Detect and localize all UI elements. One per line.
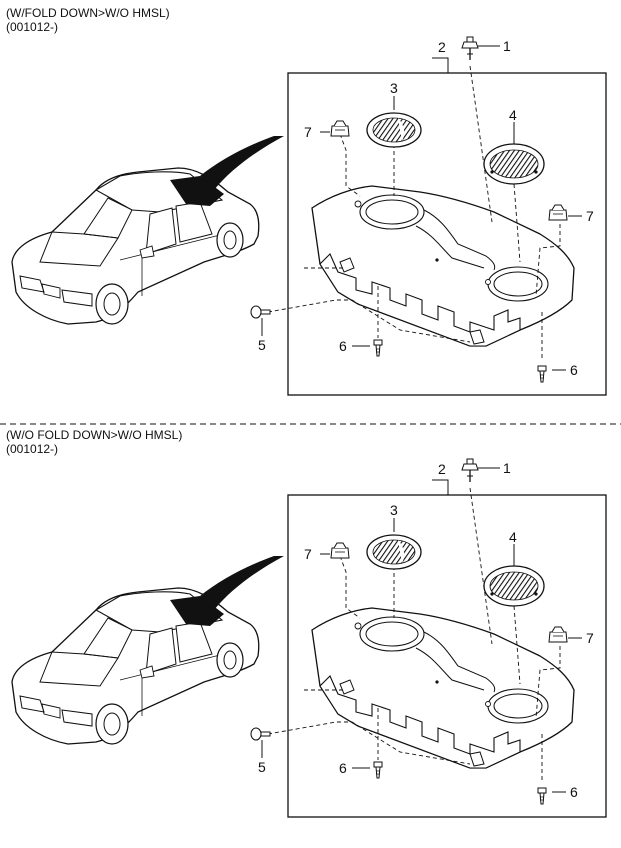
svg-text:6: 6 bbox=[570, 362, 578, 378]
svg-text:4: 4 bbox=[509, 529, 517, 545]
panel-bottom-code: (001012-) bbox=[6, 442, 59, 456]
callout-labels-bottom: 1 2 3 4 5 6 6 7 7 bbox=[258, 460, 594, 800]
svg-text:4: 4 bbox=[509, 107, 517, 123]
svg-text:5: 5 bbox=[258, 759, 266, 775]
svg-text:1: 1 bbox=[503, 460, 511, 476]
svg-text:3: 3 bbox=[390, 502, 398, 518]
svg-text:7: 7 bbox=[304, 546, 312, 562]
svg-text:7: 7 bbox=[586, 630, 594, 646]
callout-labels-top: 1 2 3 4 5 6 6 7 7 bbox=[258, 38, 594, 378]
svg-text:6: 6 bbox=[339, 338, 347, 354]
panel-top-code: (001012-) bbox=[6, 20, 59, 34]
panel-bottom-heading: (W/O FOLD DOWN>W/O HMSL) bbox=[6, 428, 183, 442]
svg-text:5: 5 bbox=[258, 337, 266, 353]
svg-text:2: 2 bbox=[438, 39, 446, 55]
panel-top-heading: (W/FOLD DOWN>W/O HMSL) bbox=[6, 6, 170, 20]
svg-text:7: 7 bbox=[304, 124, 312, 140]
package-tray-assembly-bottom bbox=[251, 459, 606, 817]
svg-text:3: 3 bbox=[390, 80, 398, 96]
svg-text:2: 2 bbox=[438, 461, 446, 477]
car-illustration-top bbox=[11, 135, 285, 325]
svg-text:6: 6 bbox=[570, 784, 578, 800]
panel-bottom-illustration: 1 2 3 4 5 6 6 7 7 bbox=[11, 459, 606, 817]
svg-text:1: 1 bbox=[503, 38, 511, 54]
panel-top-illustration: 1 2 3 4 5 6 6 7 7 bbox=[11, 37, 606, 395]
svg-text:6: 6 bbox=[339, 760, 347, 776]
package-tray-assembly-top bbox=[251, 37, 606, 395]
svg-text:7: 7 bbox=[586, 208, 594, 224]
car-illustration-bottom bbox=[11, 555, 285, 745]
